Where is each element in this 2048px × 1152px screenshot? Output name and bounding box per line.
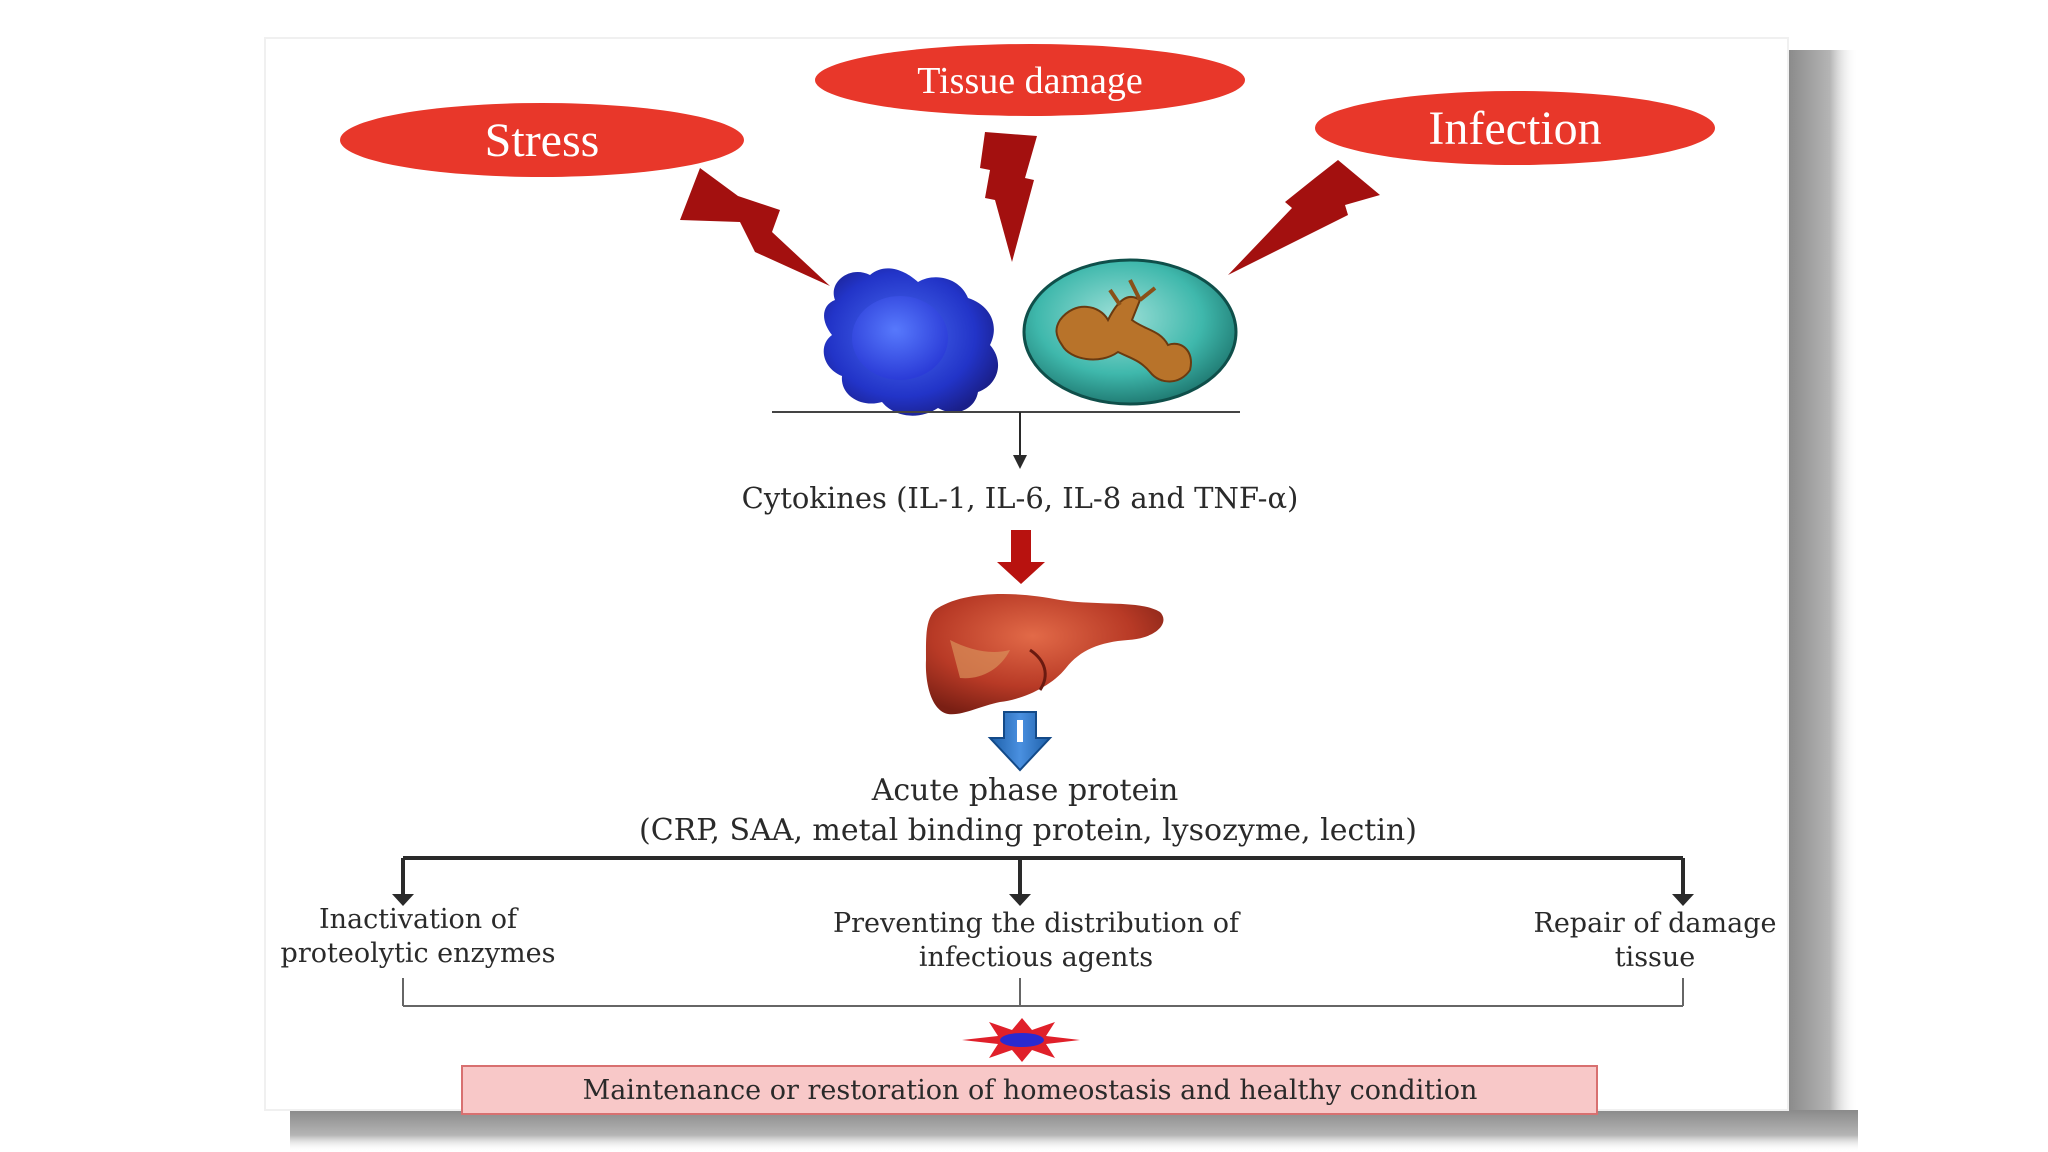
effect-label-1-line1: Inactivation of — [319, 904, 519, 935]
stimulus-infection: Infection — [1315, 91, 1715, 165]
acute-phase-title: Acute phase protein — [871, 773, 1179, 808]
stimulus-tissue-damage: Tissue damage — [815, 44, 1245, 116]
effect-label-3-line1: Repair of damage — [1534, 908, 1777, 939]
liver-to-protein-arrow — [987, 711, 1053, 772]
slide-frame — [264, 37, 1858, 1152]
lightning-bolt-icon — [680, 168, 830, 286]
lightning-bolt-icon — [980, 132, 1037, 262]
cytokines-label: Cytokines (IL-1, IL-6, IL-8 and TNF-α) — [742, 481, 1299, 515]
effect-label-2-line1: Preventing the distribution of — [833, 908, 1241, 939]
stimulus-stress-label: Stress — [485, 114, 600, 167]
starburst-icon — [962, 1018, 1080, 1062]
effect-label-1-line2: proteolytic enzymes — [281, 938, 556, 969]
stimulus-stress: Stress — [340, 103, 744, 177]
macrophage-cell-icon — [823, 268, 999, 416]
arrow-head — [392, 894, 414, 906]
effects-branch-connector — [401, 856, 1685, 898]
cytokine-to-liver-arrow — [997, 530, 1045, 584]
stimulus-tissue-damage-label: Tissue damage — [917, 60, 1143, 102]
acute-phase-examples: (CRP, SAA, metal binding protein, lysozy… — [639, 813, 1417, 848]
effects-merge-bracket — [402, 978, 1684, 1007]
lightning-bolt-icon — [1228, 160, 1380, 275]
infected-cell-icon — [1022, 258, 1238, 406]
outcome-label: Maintenance or restoration of homeostasi… — [583, 1075, 1478, 1106]
effect-label-2-line2: infectious agents — [919, 942, 1153, 973]
arrow-head — [1672, 894, 1694, 906]
liver-icon — [925, 594, 1164, 715]
arrow-head — [1009, 894, 1031, 906]
effect-label-3-line2: tissue — [1615, 942, 1696, 973]
stimulus-infection-label: Infection — [1428, 102, 1601, 155]
outcome-box: Maintenance or restoration of homeostasi… — [461, 1065, 1598, 1115]
